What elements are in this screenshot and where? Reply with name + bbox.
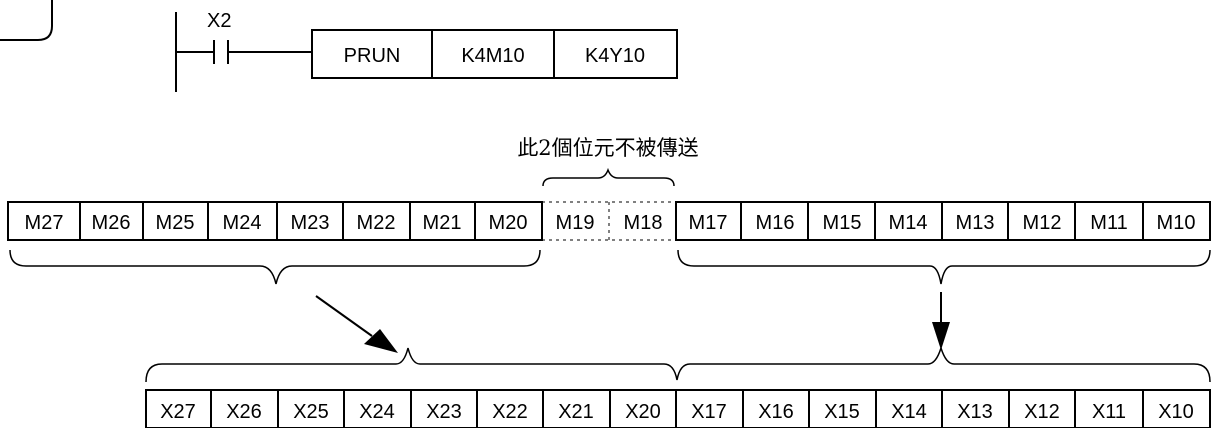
x-cell-label: X20 <box>625 401 661 423</box>
x-cell-label: X13 <box>957 401 993 423</box>
arrow-high-shaft <box>315 295 373 337</box>
m-cell-label: M27 <box>25 212 64 234</box>
contact-label: X2 <box>207 10 231 32</box>
arrow-low-head <box>932 322 950 350</box>
skipped-bits-note: 此2個位元不被傳送 <box>517 136 698 160</box>
x-cell-label: X15 <box>824 401 860 423</box>
x-cell-label: X16 <box>758 401 794 423</box>
m-cell-label: M22 <box>357 212 396 234</box>
m-cell-label: M10 <box>1157 212 1196 234</box>
ladder-rung: X2 PRUN K4M10 K4Y10 <box>175 10 678 92</box>
m-cell-label: M17 <box>689 212 728 234</box>
m-cell-label: M21 <box>423 212 462 234</box>
instruction-destination-operand: K4Y10 <box>585 45 645 67</box>
m-high-group-brace <box>9 249 541 285</box>
m-cell-label: M20 <box>489 212 528 234</box>
x-bit-row: X27 X26 X25 X24 X23 X22 X21 X20 X17 X16 … <box>145 389 1211 428</box>
x-row-brace <box>145 345 1211 383</box>
x-cell-label: X26 <box>226 401 262 423</box>
m-low-group-brace <box>677 249 1211 285</box>
m-cell-label: M12 <box>1023 212 1062 234</box>
x-row-frame <box>145 389 1211 428</box>
x-cell-label: X14 <box>891 401 927 423</box>
x-cell-label: X12 <box>1024 401 1060 423</box>
arrow-high-head <box>364 329 398 353</box>
x-cell-label: X27 <box>160 401 196 423</box>
frame-corner <box>0 0 53 41</box>
instruction-box <box>311 29 678 79</box>
m-cell-label: M23 <box>291 212 330 234</box>
m-high-block <box>7 201 543 241</box>
transfer-arrows <box>315 292 950 353</box>
x-cell-label: X11 <box>1092 401 1126 423</box>
note-brace <box>542 167 675 187</box>
m-cell-label: M16 <box>756 212 795 234</box>
x-cell-label: X21 <box>558 401 594 423</box>
x-cell-label: X10 <box>1158 401 1194 423</box>
x-cell-label: X25 <box>293 401 329 423</box>
x-cell-label: X23 <box>426 401 462 423</box>
m-cell-label: M13 <box>956 212 995 234</box>
m-cell-label: M24 <box>223 212 262 234</box>
m-skipped-cell-label: M18 <box>624 212 663 234</box>
m-skipped-cell-label: M19 <box>556 212 595 234</box>
x-cell-label: X24 <box>359 401 395 423</box>
m-cell-label: M26 <box>92 212 131 234</box>
instruction-source-operand: K4M10 <box>461 45 524 67</box>
m-bit-row: M27 M26 M25 M24 M23 M22 M21 M20 M19 M18 … <box>7 201 1211 241</box>
x-cell-label: X22 <box>492 401 528 423</box>
m-cell-label: M25 <box>156 212 195 234</box>
m-cell-label: M11 <box>1090 212 1127 234</box>
m-cell-label: M15 <box>823 212 862 234</box>
m-cell-label: M14 <box>889 212 928 234</box>
instruction-mnemonic: PRUN <box>344 45 401 67</box>
x-cell-label: X17 <box>691 401 727 423</box>
